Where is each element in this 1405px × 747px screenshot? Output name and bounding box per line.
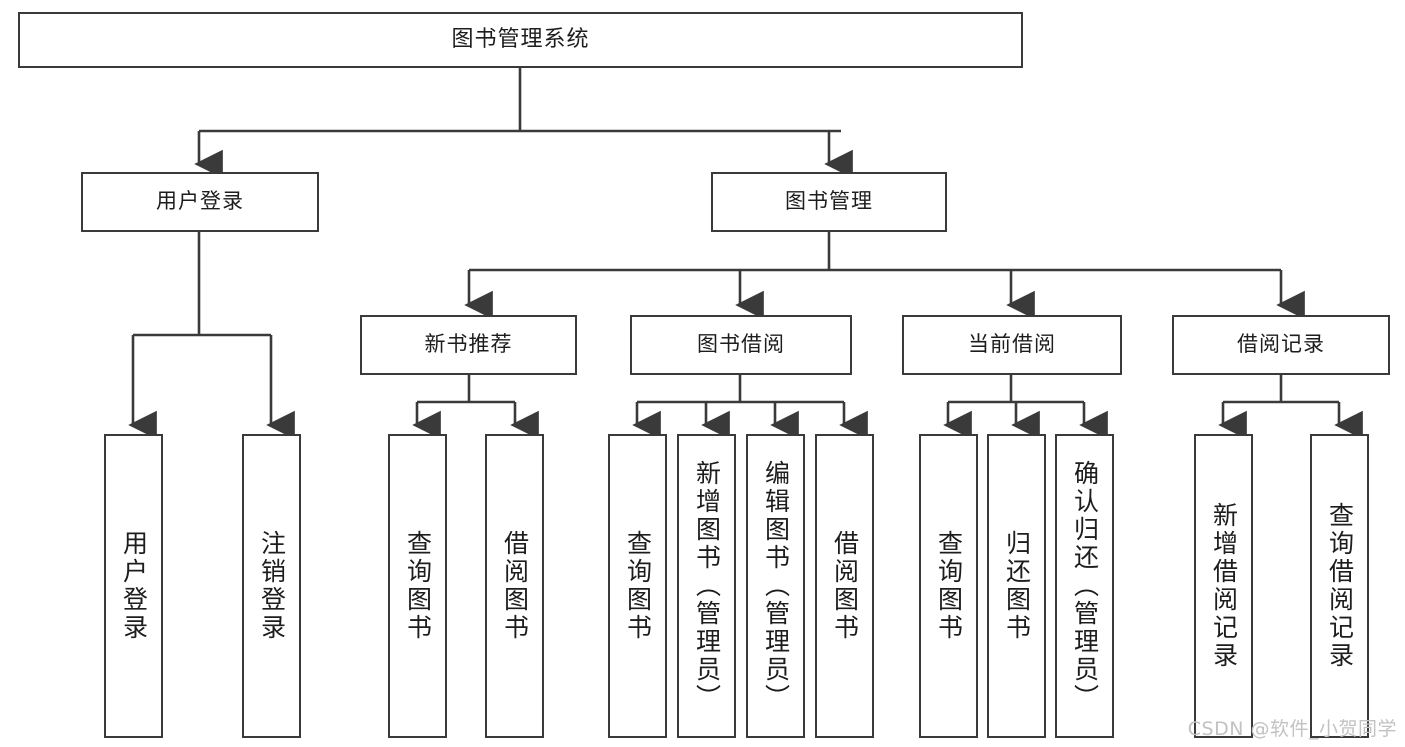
node-label: 当前借阅 (968, 332, 1056, 357)
node-label: 用户登录 (156, 189, 244, 214)
leaf-user-login[interactable]: 用户登录 (104, 434, 163, 738)
leaf-query-book-current[interactable]: 查询图书 (919, 434, 978, 738)
node-label: 借阅图书 (830, 530, 860, 642)
leaf-query-book-recommend[interactable]: 查询图书 (388, 434, 447, 738)
node-label: 借阅记录 (1237, 332, 1325, 357)
node-label: 借阅图书 (500, 530, 530, 642)
leaf-confirm-return-admin[interactable]: 确认归还（管理员） (1055, 434, 1114, 738)
leaf-query-borrow-record[interactable]: 查询借阅记录 (1310, 434, 1369, 738)
node-current-borrow[interactable]: 当前借阅 (902, 315, 1122, 375)
node-new-book-recommend[interactable]: 新书推荐 (360, 315, 577, 375)
node-label: 确认归还（管理员） (1070, 460, 1100, 712)
leaf-borrow-book[interactable]: 借阅图书 (815, 434, 874, 738)
node-user-login[interactable]: 用户登录 (81, 172, 319, 232)
leaf-query-book[interactable]: 查询图书 (608, 434, 667, 738)
node-label: 新增图书（管理员） (692, 460, 722, 712)
node-book-borrow[interactable]: 图书借阅 (630, 315, 852, 375)
node-borrow-record[interactable]: 借阅记录 (1172, 315, 1390, 375)
node-label: 查询图书 (623, 530, 653, 642)
node-root-system[interactable]: 图书管理系统 (18, 12, 1023, 68)
leaf-add-book-admin[interactable]: 新增图书（管理员） (677, 434, 736, 738)
node-label: 查询图书 (403, 530, 433, 642)
node-book-management[interactable]: 图书管理 (711, 172, 947, 232)
watermark: CSDN @软件_小贺同学 (1187, 718, 1397, 740)
node-label: 注销登录 (257, 530, 287, 642)
node-label: 图书借阅 (697, 332, 785, 357)
node-label: 图书管理系统 (451, 26, 590, 52)
leaf-logout[interactable]: 注销登录 (242, 434, 301, 738)
node-label: 图书管理 (785, 189, 873, 214)
node-label: 编辑图书（管理员） (761, 460, 791, 712)
leaf-add-borrow-record[interactable]: 新增借阅记录 (1194, 434, 1253, 738)
node-label: 新增借阅记录 (1209, 502, 1239, 670)
leaf-borrow-book-recommend[interactable]: 借阅图书 (485, 434, 544, 738)
leaf-return-book[interactable]: 归还图书 (987, 434, 1046, 738)
node-label: 用户登录 (119, 530, 149, 642)
node-label: 查询图书 (934, 530, 964, 642)
node-label: 查询借阅记录 (1325, 502, 1355, 670)
node-label: 归还图书 (1002, 530, 1032, 642)
node-label: 新书推荐 (424, 332, 513, 357)
leaf-edit-book-admin[interactable]: 编辑图书（管理员） (746, 434, 805, 738)
